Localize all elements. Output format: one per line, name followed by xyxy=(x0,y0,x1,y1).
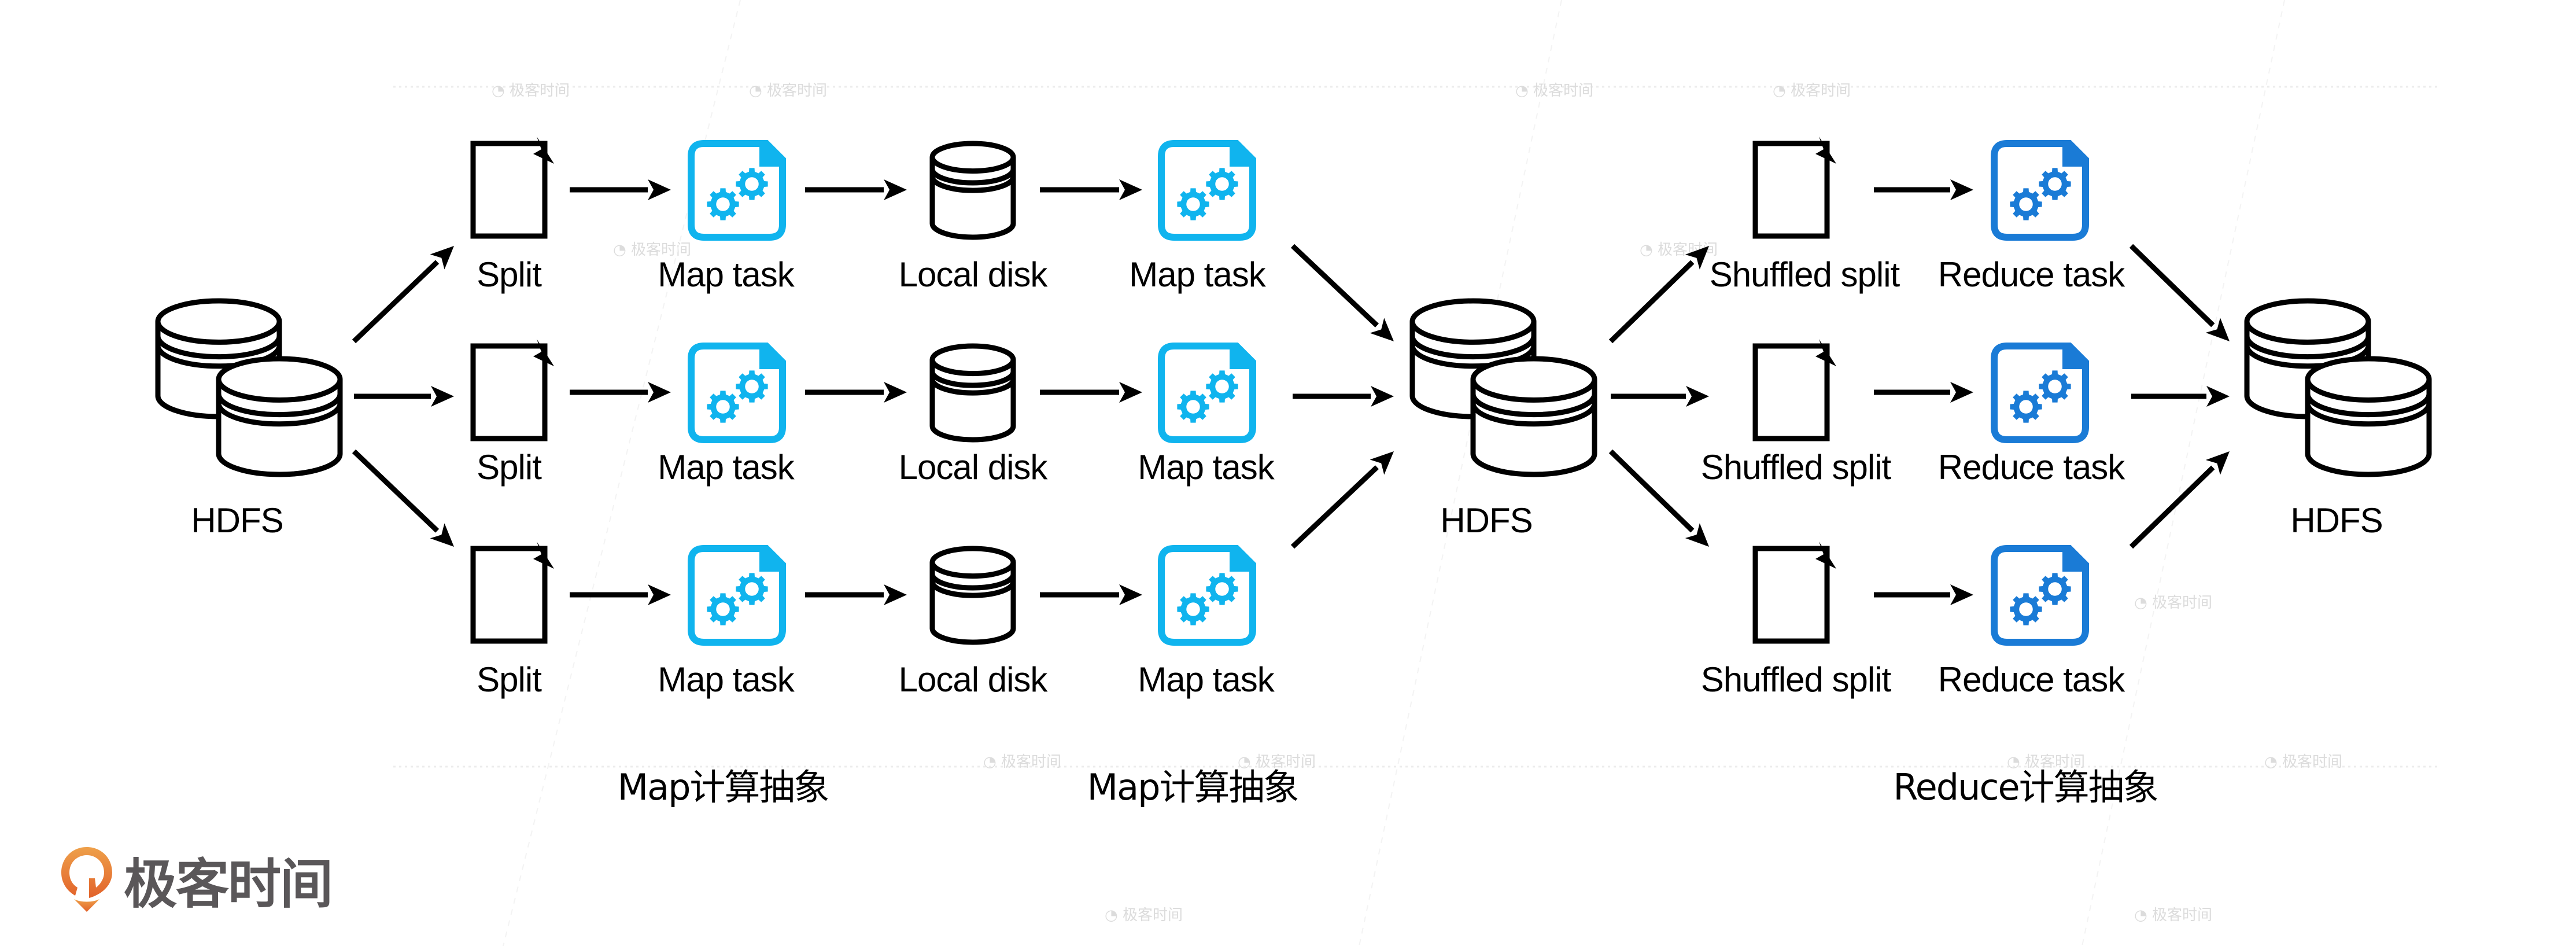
flow-arrow xyxy=(805,584,907,605)
watermark-text: ◔ 极客时间 xyxy=(983,753,1061,771)
map-task-2-label: Map task xyxy=(1138,660,1274,699)
shuffled-split-label: Shuffled split xyxy=(1709,255,1900,294)
shuffled-split-label: Shuffled split xyxy=(1700,660,1891,699)
reduce-task-label: Reduce task xyxy=(1937,448,2125,487)
reduce-task-icon xyxy=(1991,343,2089,443)
flow-arrow xyxy=(1874,584,1973,605)
map-task-icon xyxy=(1158,545,1256,646)
map-task-icon xyxy=(688,140,786,241)
flow-arrow xyxy=(1040,382,1142,403)
logo-mark-icon xyxy=(61,847,112,912)
shuffled-split-label: Shuffled split xyxy=(1700,448,1891,487)
flow-arrow xyxy=(1040,179,1142,200)
brand-logo-text: 极客时间 xyxy=(124,853,333,915)
map-task-label: Map task xyxy=(658,448,794,487)
reduce-task-icon xyxy=(1991,140,2089,241)
flow-arrow xyxy=(1608,449,1709,547)
local-disk-label: Local disk xyxy=(898,660,1048,699)
section-label-map-2: Map计算抽象 xyxy=(1087,766,1300,808)
brand-logo: 极客时间 xyxy=(58,845,333,915)
map-task-label: Map task xyxy=(658,255,794,294)
shuffled-split-document-icon xyxy=(1752,339,1836,441)
watermark-text: ◔ 极客时间 xyxy=(1238,753,1316,771)
split-label: Split xyxy=(477,255,542,294)
hdfs-output-database-icon xyxy=(2244,298,2432,477)
local-disk-label: Local disk xyxy=(898,448,1048,487)
flow-arrow xyxy=(570,382,671,403)
watermark-text: ◔ 极客时间 xyxy=(1515,82,1593,100)
flow-arrow xyxy=(805,179,907,200)
map-task-icon xyxy=(1158,343,1256,443)
flow-arrow xyxy=(1293,386,1394,407)
hdfs-middle-database-icon xyxy=(1409,298,1597,477)
watermark-text: ◔ 极客时间 xyxy=(2134,907,2212,924)
map-task-icon xyxy=(688,545,786,646)
map-task-2-label: Map task xyxy=(1129,255,1265,294)
database-icon xyxy=(1470,356,1597,477)
flow-arrow xyxy=(1040,584,1142,605)
map-task-label: Map task xyxy=(658,660,794,699)
flow-arrow xyxy=(1874,382,1973,403)
flow-arrow xyxy=(352,449,454,547)
shuffled-split-document-icon xyxy=(1752,542,1836,644)
flow-arrow xyxy=(1874,179,1973,200)
flow-arrow xyxy=(1608,246,1709,344)
database-icon xyxy=(2305,356,2432,477)
split-document-icon xyxy=(470,542,554,644)
diagram-shapes xyxy=(155,137,2432,646)
flow-arrow xyxy=(354,386,454,407)
local-disk-icon xyxy=(929,141,1016,240)
diagram-arrows xyxy=(352,179,2230,605)
hdfs-input-database-icon xyxy=(155,298,343,477)
flow-arrow xyxy=(805,382,907,403)
reduce-task-label: Reduce task xyxy=(1937,255,2125,294)
map-task-2-label: Map task xyxy=(1138,448,1274,487)
watermark-text: ◔ 极客时间 xyxy=(2264,753,2342,771)
local-disk-label: Local disk xyxy=(898,255,1048,294)
watermark-layer: ◔ 极客时间 ◔ 极客时间 ◔ 极客时间 ◔ 极客时间 ◔ 极客时间 ◔ 极客时间 ◔ 极客… xyxy=(393,0,2441,946)
watermark-text: ◔ 极客时间 xyxy=(2007,753,2085,771)
flow-arrow xyxy=(2131,386,2230,407)
split-label: Split xyxy=(477,660,542,699)
hdfs-input-label: HDFS xyxy=(191,501,283,540)
reduce-task-label: Reduce task xyxy=(1937,660,2125,699)
hdfs-output-label: HDFS xyxy=(2290,501,2383,540)
watermark-text: ◔ 极客时间 xyxy=(1773,82,1851,100)
hdfs-middle-label: HDFS xyxy=(1440,501,1533,540)
flow-arrow xyxy=(1611,386,1709,407)
flow-arrow xyxy=(352,246,454,344)
split-document-icon xyxy=(470,339,554,441)
database-icon xyxy=(216,356,343,477)
flow-arrow xyxy=(2129,244,2230,341)
flow-arrow xyxy=(2129,451,2230,549)
map-task-icon xyxy=(688,343,786,443)
shuffled-split-document-icon xyxy=(1752,137,1836,239)
watermark-text: ◔ 极客时间 xyxy=(492,82,570,100)
flow-arrow xyxy=(570,584,671,605)
section-label-map-1: Map计算抽象 xyxy=(617,766,830,808)
watermark-text: ◔ 极客时间 xyxy=(2134,594,2212,612)
map-task-icon xyxy=(1158,140,1256,241)
flow-arrow xyxy=(570,179,671,200)
flow-arrow xyxy=(1290,244,1394,341)
watermark-text: ◔ 极客时间 xyxy=(749,82,827,100)
flow-arrow xyxy=(1290,451,1394,549)
watermark-text: ◔ 极客时间 xyxy=(1105,907,1183,924)
local-disk-icon xyxy=(929,343,1016,443)
local-disk-icon xyxy=(929,546,1016,645)
split-label: Split xyxy=(477,448,542,487)
section-label-reduce: Reduce计算抽象 xyxy=(1893,766,2158,808)
reduce-task-icon xyxy=(1991,545,2089,646)
split-document-icon xyxy=(470,137,554,239)
